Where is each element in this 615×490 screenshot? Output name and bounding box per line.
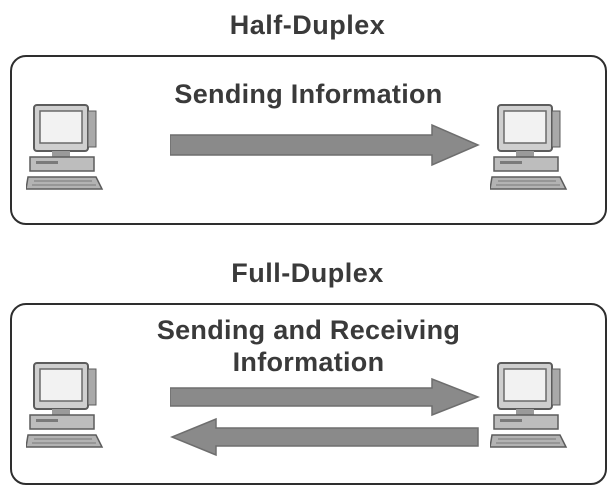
computer-icon bbox=[26, 357, 104, 453]
half-duplex-title: Half-Duplex bbox=[229, 10, 386, 40]
full-duplex-panel: Sending and Receiving Information bbox=[10, 303, 607, 485]
arrow-left-icon bbox=[170, 417, 479, 457]
full-duplex-label-line1: Sending and Receiving bbox=[156, 315, 461, 345]
half-duplex-panel: Sending Information bbox=[10, 55, 607, 225]
computer-icon bbox=[490, 357, 568, 453]
computer-icon bbox=[26, 99, 104, 195]
arrow-right-icon bbox=[170, 377, 480, 417]
full-duplex-label-line2: Information bbox=[232, 347, 385, 377]
arrow-right-icon bbox=[170, 123, 480, 167]
full-duplex-title: Full-Duplex bbox=[231, 258, 384, 288]
half-duplex-label: Sending Information bbox=[174, 79, 443, 109]
computer-icon bbox=[490, 99, 568, 195]
